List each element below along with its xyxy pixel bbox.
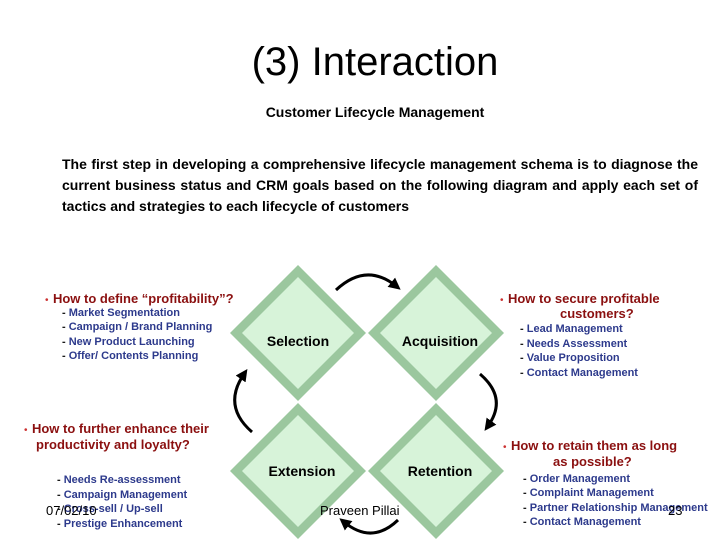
question-selection: • How to define “profitability”? [45, 291, 234, 306]
dash-icon: - [57, 503, 64, 515]
question-extension-line2: productivity and loyalty? [36, 437, 190, 452]
dash-icon: - [523, 516, 530, 528]
dash-icon: - [62, 336, 69, 348]
question-extension: • How to further enhance their [24, 421, 209, 436]
list-item: - Value Proposition [520, 352, 620, 364]
footer-author: Praveen Pillai [320, 503, 400, 518]
dash-icon: - [523, 473, 530, 485]
diamond-extension [230, 403, 366, 539]
dash-icon: - [520, 367, 527, 379]
dash-icon: - [520, 338, 527, 350]
bullet-icon: • [24, 425, 28, 436]
list-item: - New Product Launching [62, 336, 195, 348]
arrow-selection-to-acquisition [334, 273, 401, 292]
question-retention: • How to retain them as long [503, 438, 678, 453]
stage-label-acquisition: Acquisition [402, 333, 478, 349]
dash-icon: - [62, 307, 69, 319]
dash-icon: - [523, 487, 530, 499]
dash-icon: - [57, 518, 64, 530]
list-item: - Partner Relationship Management [523, 502, 708, 514]
dash-icon: - [62, 350, 69, 362]
stage-label-extension: Extension [269, 463, 336, 479]
list-item: - Contact Management [520, 367, 638, 379]
list-item: - Prestige Enhancement [57, 518, 183, 530]
list-item: - Market Segmentation [62, 307, 180, 319]
bullet-icon: • [45, 295, 49, 306]
slide-title: (3) Interaction [251, 40, 499, 84]
footer-page-number: 23 [668, 503, 683, 518]
intro-paragraph: The first step in developing a comprehen… [62, 156, 698, 214]
dash-icon: - [523, 502, 530, 514]
diamond-retention [368, 403, 504, 539]
dash-icon: - [57, 474, 64, 486]
diamond-acquisition [368, 265, 504, 401]
question-acquisition-line2: customers? [560, 306, 634, 321]
list-item: - Offer/ Contents Planning [62, 350, 199, 362]
dash-icon: - [62, 321, 69, 333]
list-item: - Campaign Management [57, 489, 188, 501]
question-acquisition: • How to secure profitable [500, 291, 660, 306]
dash-icon: - [520, 352, 527, 364]
list-item: - Contact Management [523, 516, 641, 528]
list-item: - Campaign / Brand Planning [62, 321, 213, 333]
stage-label-retention: Retention [408, 463, 473, 479]
list-item: - Needs Re-assessment [57, 474, 181, 486]
footer-date: 07/02/10 [46, 503, 97, 518]
slide-subtitle: Customer Lifecycle Management [265, 104, 485, 120]
arrow-acquisition-to-retention [479, 372, 498, 431]
list-item: - Order Management [523, 473, 630, 485]
list-item: - Complaint Management [523, 487, 654, 499]
dash-icon: - [520, 323, 527, 335]
question-retention-line2: as possible? [553, 454, 632, 469]
diamond-selection [230, 265, 366, 401]
bullet-icon: • [503, 442, 507, 453]
bullet-icon: • [500, 295, 504, 306]
list-item: - Cross-sell / Up-sell [57, 503, 163, 515]
dash-icon: - [57, 489, 64, 501]
list-item: - Needs Assessment [520, 338, 628, 350]
arrow-extension-to-selection [233, 369, 253, 434]
stage-label-selection: Selection [267, 333, 329, 349]
arrow-retention-to-extension [339, 518, 400, 535]
list-item: - Lead Management [520, 323, 623, 335]
